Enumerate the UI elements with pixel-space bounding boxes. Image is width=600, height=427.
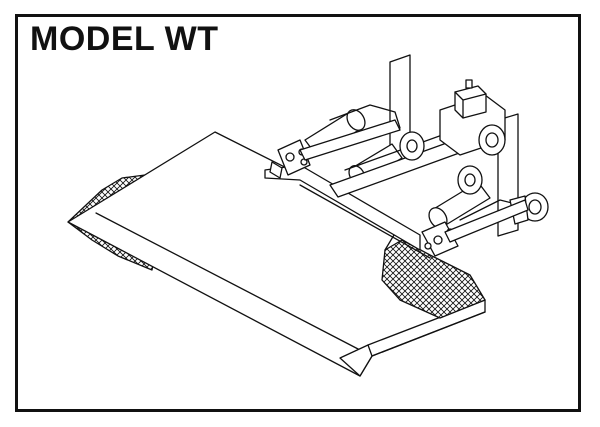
linkage-arm-left — [299, 119, 401, 161]
valve-block — [454, 85, 487, 119]
platform-seam — [95, 212, 361, 351]
linkage-arm-right — [444, 199, 529, 243]
page-title: MODEL WT — [30, 20, 219, 58]
